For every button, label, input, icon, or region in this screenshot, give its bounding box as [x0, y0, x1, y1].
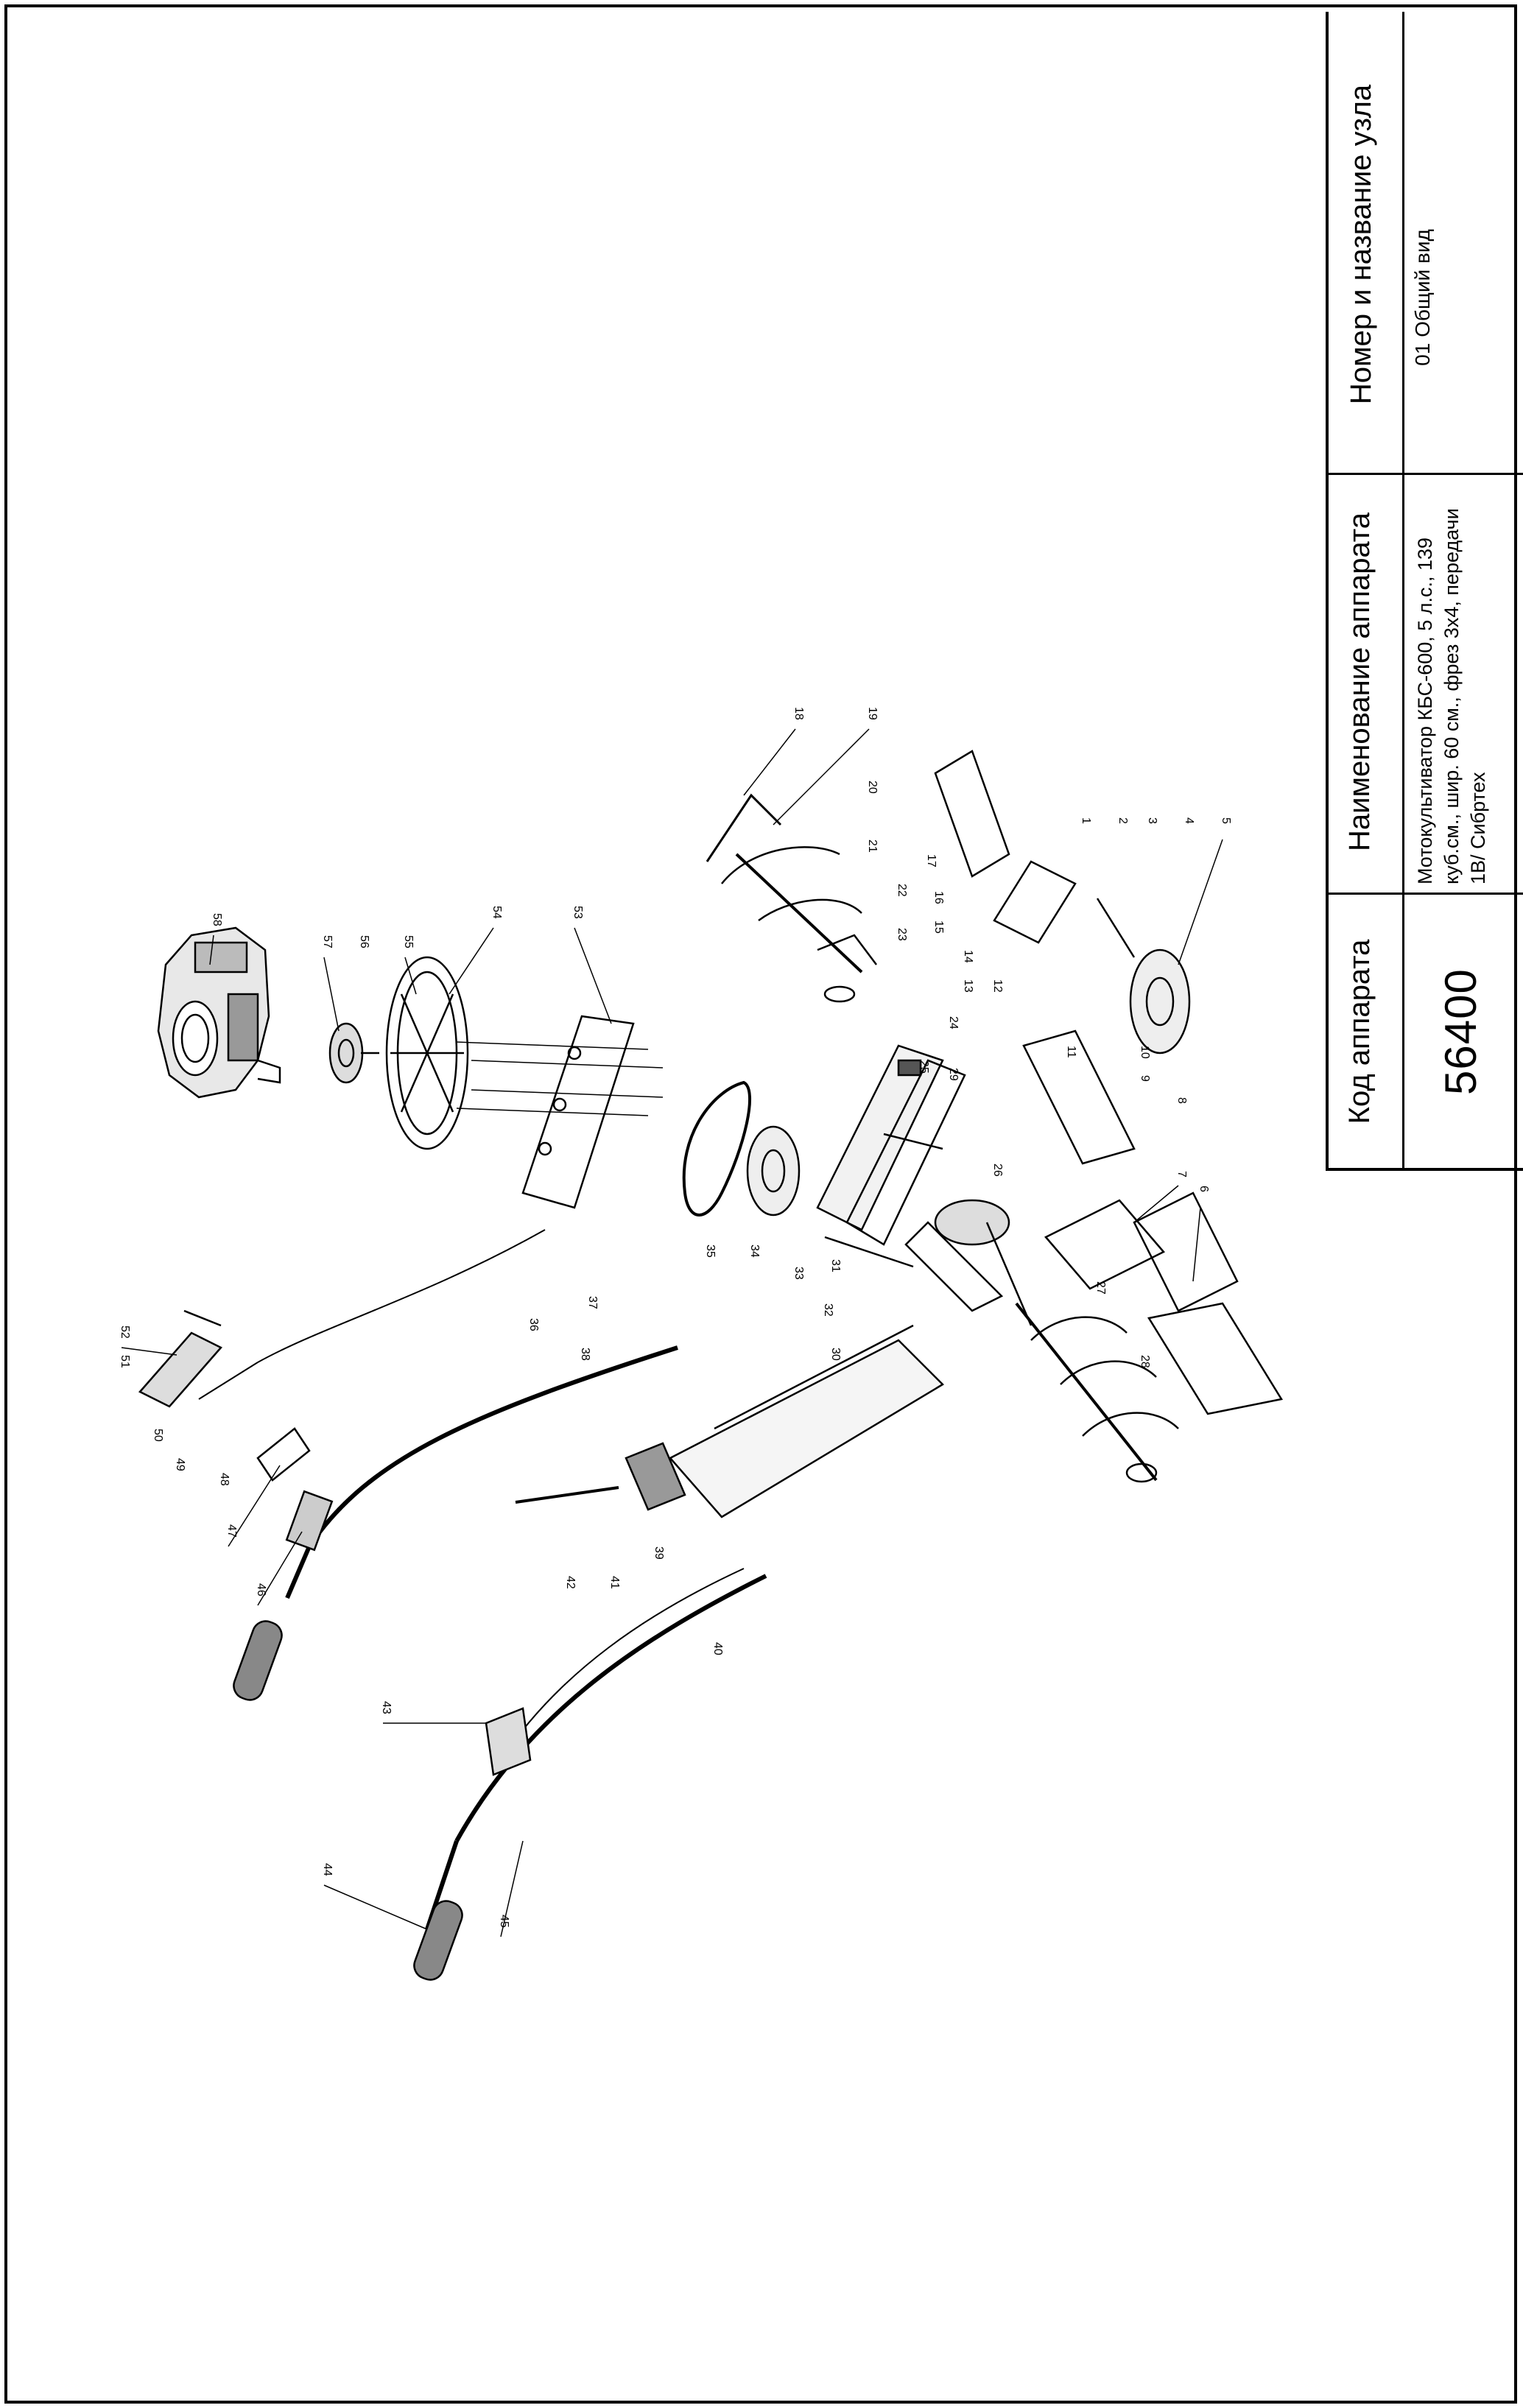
callout-32: 32: [822, 1303, 834, 1317]
callout-47: 47: [225, 1524, 238, 1538]
belt-guard: [385, 956, 469, 1150]
exploded-parts-drawing: 58 57 56 55 54 53 35 34 33 32 31 30 18 1…: [119, 707, 1284, 1981]
node-header: Номер и название узла: [1345, 84, 1377, 405]
callout-46: 46: [255, 1583, 267, 1596]
callout-43: 43: [380, 1701, 393, 1714]
callout-58: 58: [211, 913, 223, 926]
v-belt: [682, 1080, 752, 1217]
callout-13: 13: [962, 979, 974, 993]
callout-50: 50: [152, 1429, 164, 1442]
callout-29: 29: [947, 1068, 960, 1081]
handlebar-lower: [425, 1574, 767, 1930]
callout-8: 8: [1175, 1097, 1188, 1104]
callout-5: 5: [1220, 817, 1232, 824]
callout-53: 53: [571, 906, 584, 919]
callout-23: 23: [896, 928, 908, 941]
code-value: 56400: [1436, 968, 1485, 1095]
transmission-frame: [816, 1044, 966, 1268]
callout-39: 39: [653, 1546, 665, 1560]
node-value: 01 Общий вид: [1411, 229, 1434, 366]
callout-labels: 58 57 56 55 54 53 35 34 33 32 31 30 18 1…: [119, 707, 1232, 1928]
callout-31: 31: [829, 1259, 842, 1272]
callout-27: 27: [1094, 1281, 1107, 1295]
gearbox: [904, 1199, 1033, 1326]
callout-15: 15: [932, 920, 945, 934]
callout-33: 33: [792, 1267, 805, 1280]
callout-37: 37: [586, 1296, 599, 1309]
callout-57: 57: [321, 935, 334, 948]
code-header: Код аппарата: [1343, 939, 1376, 1124]
throttle-lever: [138, 1309, 223, 1408]
callout-12: 12: [991, 979, 1004, 993]
callout-34: 34: [748, 1245, 761, 1258]
callout-9: 9: [1139, 1075, 1151, 1082]
callout-42: 42: [564, 1576, 577, 1589]
callout-51: 51: [119, 1355, 131, 1368]
callout-40: 40: [711, 1642, 724, 1655]
title-block: Номер и название узла 01 Общий вид Наиме…: [1326, 12, 1523, 1171]
callout-16: 16: [932, 891, 945, 904]
callout-4: 4: [1183, 817, 1195, 824]
callout-26: 26: [991, 1163, 1004, 1177]
callout-28: 28: [1139, 1355, 1151, 1368]
callout-36: 36: [527, 1318, 540, 1331]
bracket-clamp: [485, 1707, 532, 1776]
callout-24: 24: [947, 1016, 960, 1029]
callout-2: 2: [1116, 817, 1129, 824]
grip-right: [233, 1620, 283, 1701]
grip-left: [413, 1900, 463, 1981]
callout-10: 10: [1139, 1046, 1151, 1059]
mount-bolts: [456, 1041, 664, 1116]
device-value: Мотокультиватор КБС-600, 5 л.с., 139 куб…: [1414, 508, 1489, 884]
handle-bracket: [669, 1324, 945, 1518]
throttle-cable: [198, 1229, 546, 1400]
callout-55: 55: [402, 935, 415, 948]
leader-lines: [121, 728, 1223, 1937]
callout-21: 21: [866, 839, 879, 853]
callout-19: 19: [866, 707, 879, 720]
callout-38: 38: [579, 1348, 591, 1361]
handlebar-upper: [285, 1345, 678, 1599]
transport-wheel: [1096, 898, 1191, 1055]
callout-52: 52: [119, 1326, 131, 1339]
engine-pulley: [328, 1022, 379, 1084]
driven-pulley: [746, 1125, 801, 1217]
callout-56: 56: [358, 935, 370, 948]
callout-25: 25: [918, 1060, 930, 1074]
clutch-lever: [256, 1427, 334, 1552]
callout-17: 17: [925, 854, 938, 867]
title-block-divider-vertical: [1402, 12, 1404, 1168]
drawing-sheet: 58 57 56 55 54 53 35 34 33 32 31 30 18 1…: [4, 4, 1523, 2404]
tiller-right: [706, 793, 877, 1003]
callout-30: 30: [829, 1348, 842, 1361]
title-block-divider-1: [1329, 473, 1523, 475]
callout-54: 54: [490, 906, 503, 919]
callout-44: 44: [321, 1863, 334, 1876]
callout-35: 35: [704, 1245, 717, 1258]
mount-plate: [521, 1015, 635, 1209]
callout-18: 18: [792, 707, 805, 720]
title-block-divider-2: [1329, 893, 1523, 895]
callout-41: 41: [608, 1576, 621, 1589]
handle-knob: [515, 1442, 686, 1511]
callout-1: 1: [1080, 817, 1092, 824]
callout-6: 6: [1197, 1186, 1210, 1192]
callout-48: 48: [218, 1473, 231, 1486]
tiller-left: [1015, 1302, 1179, 1483]
fender-left: [1133, 1191, 1284, 1415]
device-header: Наименование аппарата: [1343, 513, 1376, 851]
callout-7: 7: [1175, 1171, 1188, 1177]
callout-14: 14: [962, 950, 974, 963]
callout-3: 3: [1146, 817, 1158, 824]
fender-right: [934, 750, 1077, 944]
callout-49: 49: [174, 1458, 186, 1471]
engine: [157, 926, 281, 1099]
callout-11: 11: [1065, 1046, 1077, 1058]
depth-plate: [1022, 1029, 1165, 1290]
callout-22: 22: [896, 884, 908, 897]
callout-20: 20: [866, 781, 879, 794]
